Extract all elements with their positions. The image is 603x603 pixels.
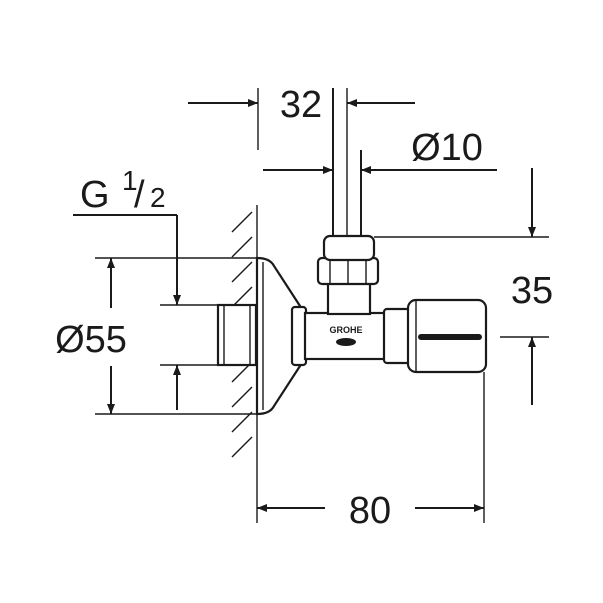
dim-label-thread-den: 2: [150, 182, 166, 213]
outlet-pipe: [332, 88, 362, 236]
dimension-80: 80: [256, 372, 485, 532]
dimension-thread: G 1 / 2: [73, 165, 218, 410]
dim-label-pipe-diameter: Ø10: [411, 127, 483, 169]
dimension-rosette-diameter: Ø55: [55, 257, 257, 415]
dim-label-rosette-diameter: Ø55: [55, 319, 127, 361]
dimension-pipe-diameter: Ø10: [263, 127, 497, 174]
threaded-inlet: [216, 303, 258, 367]
dimension-35: 35: [374, 168, 553, 405]
compression-outlet: [316, 234, 380, 316]
dim-label-32: 32: [280, 84, 322, 126]
dimension-32: 32: [188, 84, 415, 150]
brand-logo: GROHE: [329, 325, 363, 346]
dim-label-thread-main: G: [80, 174, 110, 216]
dim-label-80: 80: [349, 490, 391, 532]
dim-label-thread-num: 1: [122, 165, 138, 196]
dim-label-thread-slash: /: [134, 174, 145, 216]
brand-logo-text: GROHE: [329, 325, 362, 335]
valve-body: [290, 305, 412, 367]
valve-handle[interactable]: [406, 298, 488, 374]
dim-label-35: 35: [511, 270, 553, 312]
